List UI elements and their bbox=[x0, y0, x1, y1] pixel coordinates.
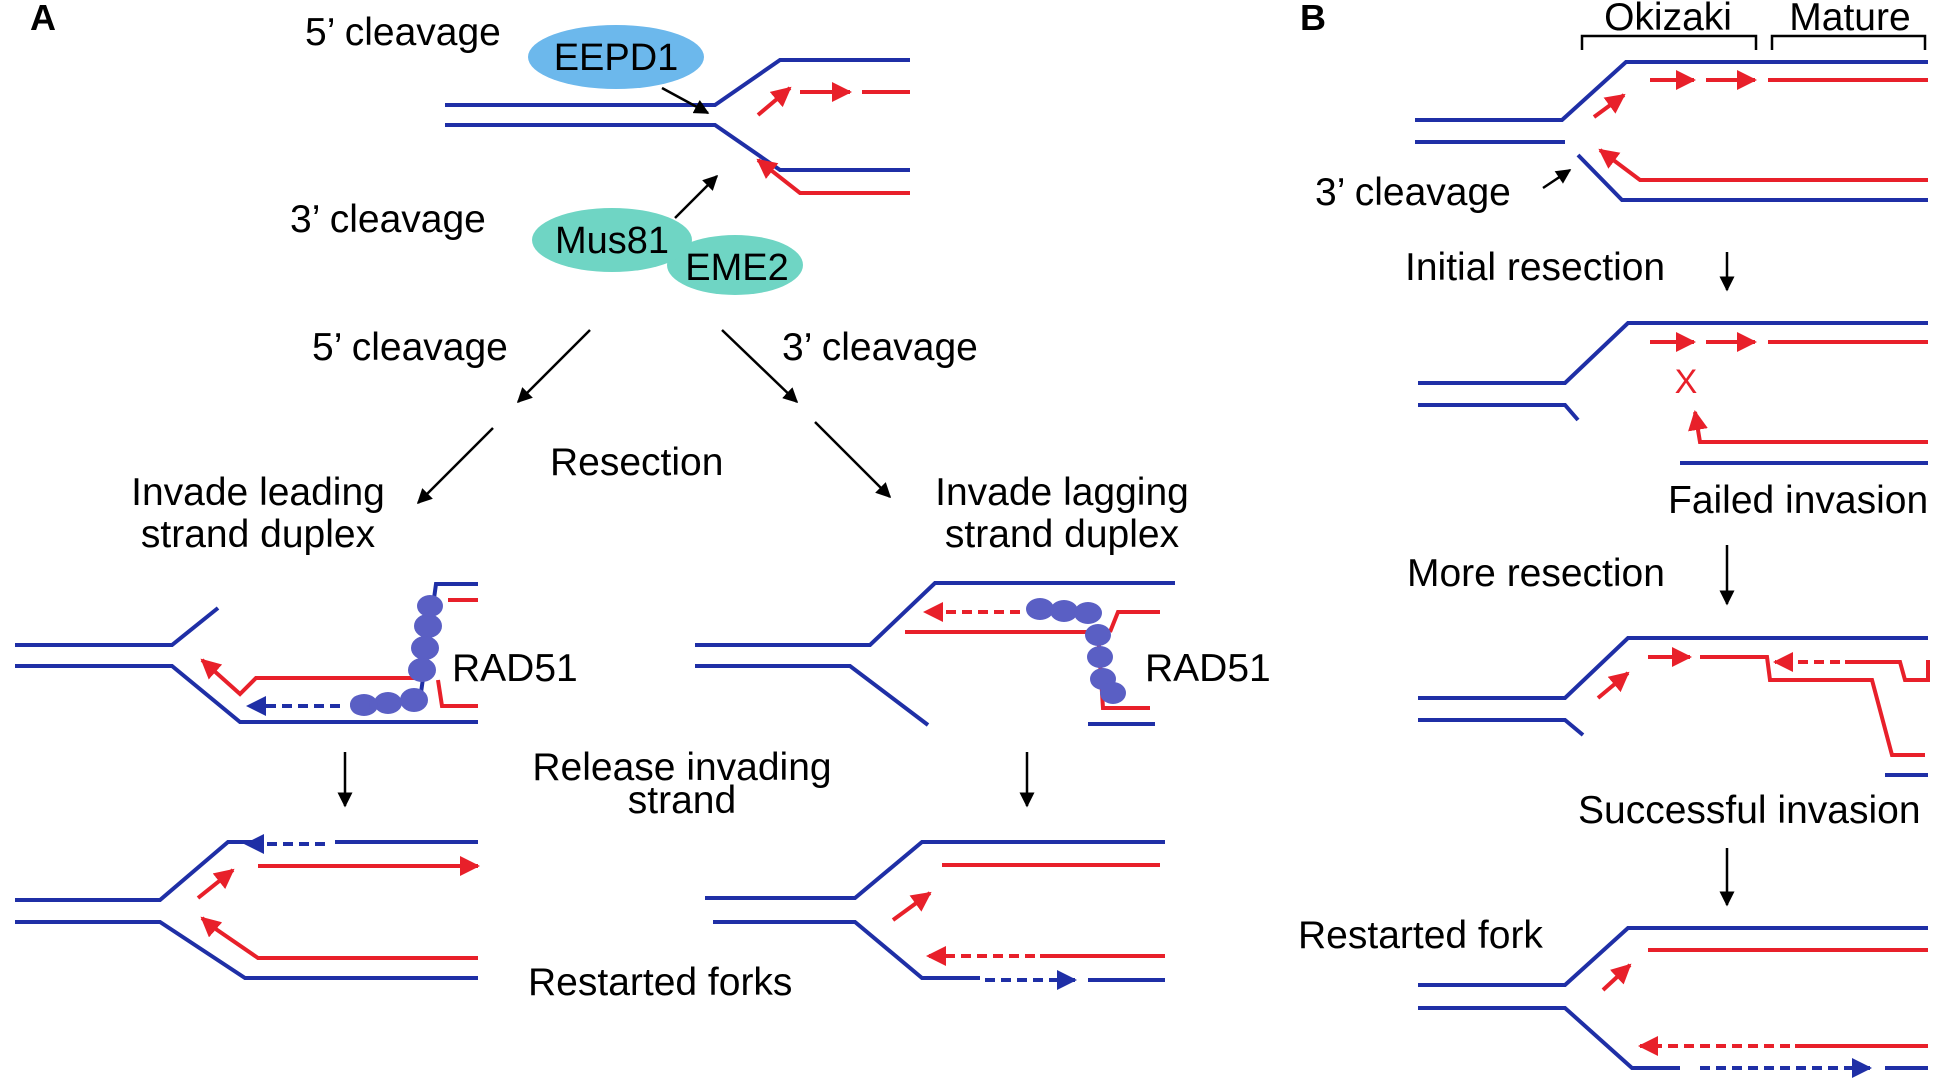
strand bbox=[705, 840, 1165, 900]
strand bbox=[1108, 610, 1160, 633]
okizaki-mature-brackets bbox=[1580, 34, 1927, 50]
label-successful-invasion: Successful invasion bbox=[1578, 789, 1921, 832]
strand bbox=[1700, 655, 1925, 757]
panel-a-top-fork bbox=[445, 58, 910, 195]
strand bbox=[1596, 671, 1630, 700]
strand bbox=[200, 916, 478, 960]
label-failed-invasion: Failed invasion bbox=[1668, 479, 1928, 522]
label-3-cleavage-top: 3’ cleavage bbox=[290, 198, 486, 241]
label-3-cleavage-right: 3’ cleavage bbox=[782, 326, 978, 369]
mus81-arrow bbox=[674, 174, 719, 219]
mus81-eme2-complex: Mus81 EME2 bbox=[532, 208, 803, 295]
label-release-1: Release invading bbox=[532, 746, 831, 789]
b-restarted-fork bbox=[1418, 926, 1928, 1078]
mus81-label: Mus81 bbox=[555, 220, 669, 262]
label-release-2: strand bbox=[628, 779, 736, 822]
cleavage-arrow-b bbox=[1542, 168, 1572, 190]
label-invade-lagging-1: Invade lagging bbox=[935, 471, 1189, 514]
okizaki-bracket bbox=[1580, 34, 1758, 50]
b-fork-failed-invasion bbox=[1418, 321, 1928, 465]
strand bbox=[1601, 963, 1632, 992]
label-restarted-fork: Restarted fork bbox=[1298, 914, 1543, 957]
eepd1-protein: EEPD1 bbox=[528, 25, 704, 89]
strand bbox=[1415, 60, 1928, 122]
label-initial-resection: Initial resection bbox=[1405, 246, 1665, 289]
strand bbox=[1418, 1006, 1680, 1070]
strand bbox=[1598, 148, 1928, 182]
rad51-filament-left bbox=[350, 595, 443, 716]
strand bbox=[1418, 718, 1585, 737]
label-5-cleavage-left: 5’ cleavage bbox=[312, 326, 508, 369]
parental-strand-top bbox=[445, 58, 910, 107]
mature-bracket bbox=[1770, 34, 1927, 50]
restarted-fork-left bbox=[15, 834, 480, 980]
b-fork-cleavage bbox=[1415, 60, 1928, 202]
strand bbox=[1576, 153, 1928, 202]
rad51-label-left: RAD51 bbox=[452, 647, 578, 690]
leading-nascent bbox=[756, 86, 792, 117]
strand bbox=[891, 891, 932, 922]
label-resection: Resection bbox=[550, 441, 723, 484]
strand bbox=[1592, 93, 1626, 119]
arrow-invade-leading bbox=[416, 427, 494, 505]
strand bbox=[1688, 410, 1928, 444]
parental-strand-bottom bbox=[445, 123, 910, 172]
arrow-invade-lagging bbox=[814, 421, 892, 499]
strand bbox=[1418, 926, 1928, 987]
label-invade-leading-2: strand duplex bbox=[141, 513, 376, 556]
b-fork-successful-invasion bbox=[1418, 636, 1930, 777]
arrow-5-cleavage-branch bbox=[516, 329, 591, 404]
lagging-nascent bbox=[756, 158, 910, 195]
panel-a-label: A bbox=[30, 0, 56, 38]
strand bbox=[1418, 403, 1580, 422]
strand bbox=[1418, 321, 1928, 385]
label-mature: Mature bbox=[1789, 0, 1910, 39]
label-invade-leading-1: Invade leading bbox=[131, 471, 385, 514]
eepd1-arrow bbox=[661, 86, 710, 115]
label-invade-lagging-2: strand duplex bbox=[945, 513, 1180, 556]
failed-x-mark: X bbox=[1675, 363, 1698, 401]
rad51-filament-right bbox=[1026, 598, 1126, 704]
lagging-invasion-intermediate bbox=[695, 581, 1175, 727]
arrow-3-cleavage-branch bbox=[721, 329, 799, 404]
label-restarted-forks: Restarted forks bbox=[528, 961, 792, 1004]
strand bbox=[196, 868, 235, 900]
label-5-cleavage-top: 5’ cleavage bbox=[305, 11, 501, 54]
strand bbox=[695, 664, 930, 727]
strand bbox=[695, 581, 1175, 647]
leading-invasion-intermediate bbox=[15, 582, 478, 724]
strand bbox=[1418, 636, 1928, 700]
strand bbox=[1845, 660, 1930, 682]
restarted-fork-right bbox=[705, 840, 1165, 990]
strand bbox=[436, 679, 478, 708]
panel-b-label: B bbox=[1300, 0, 1326, 38]
invading-nascent bbox=[200, 658, 420, 697]
eme2-label: EME2 bbox=[685, 247, 788, 289]
label-okizaki: Okizaki bbox=[1604, 0, 1732, 39]
rad51-label-right: RAD51 bbox=[1145, 647, 1271, 690]
strand bbox=[15, 664, 478, 724]
strand bbox=[15, 920, 478, 980]
strand bbox=[713, 920, 980, 980]
label-3-cleavage-b: 3’ cleavage bbox=[1315, 171, 1511, 214]
eepd1-label: EEPD1 bbox=[554, 37, 679, 79]
strand bbox=[15, 606, 220, 647]
strand bbox=[15, 840, 262, 902]
label-more-resection: More resection bbox=[1407, 552, 1665, 595]
